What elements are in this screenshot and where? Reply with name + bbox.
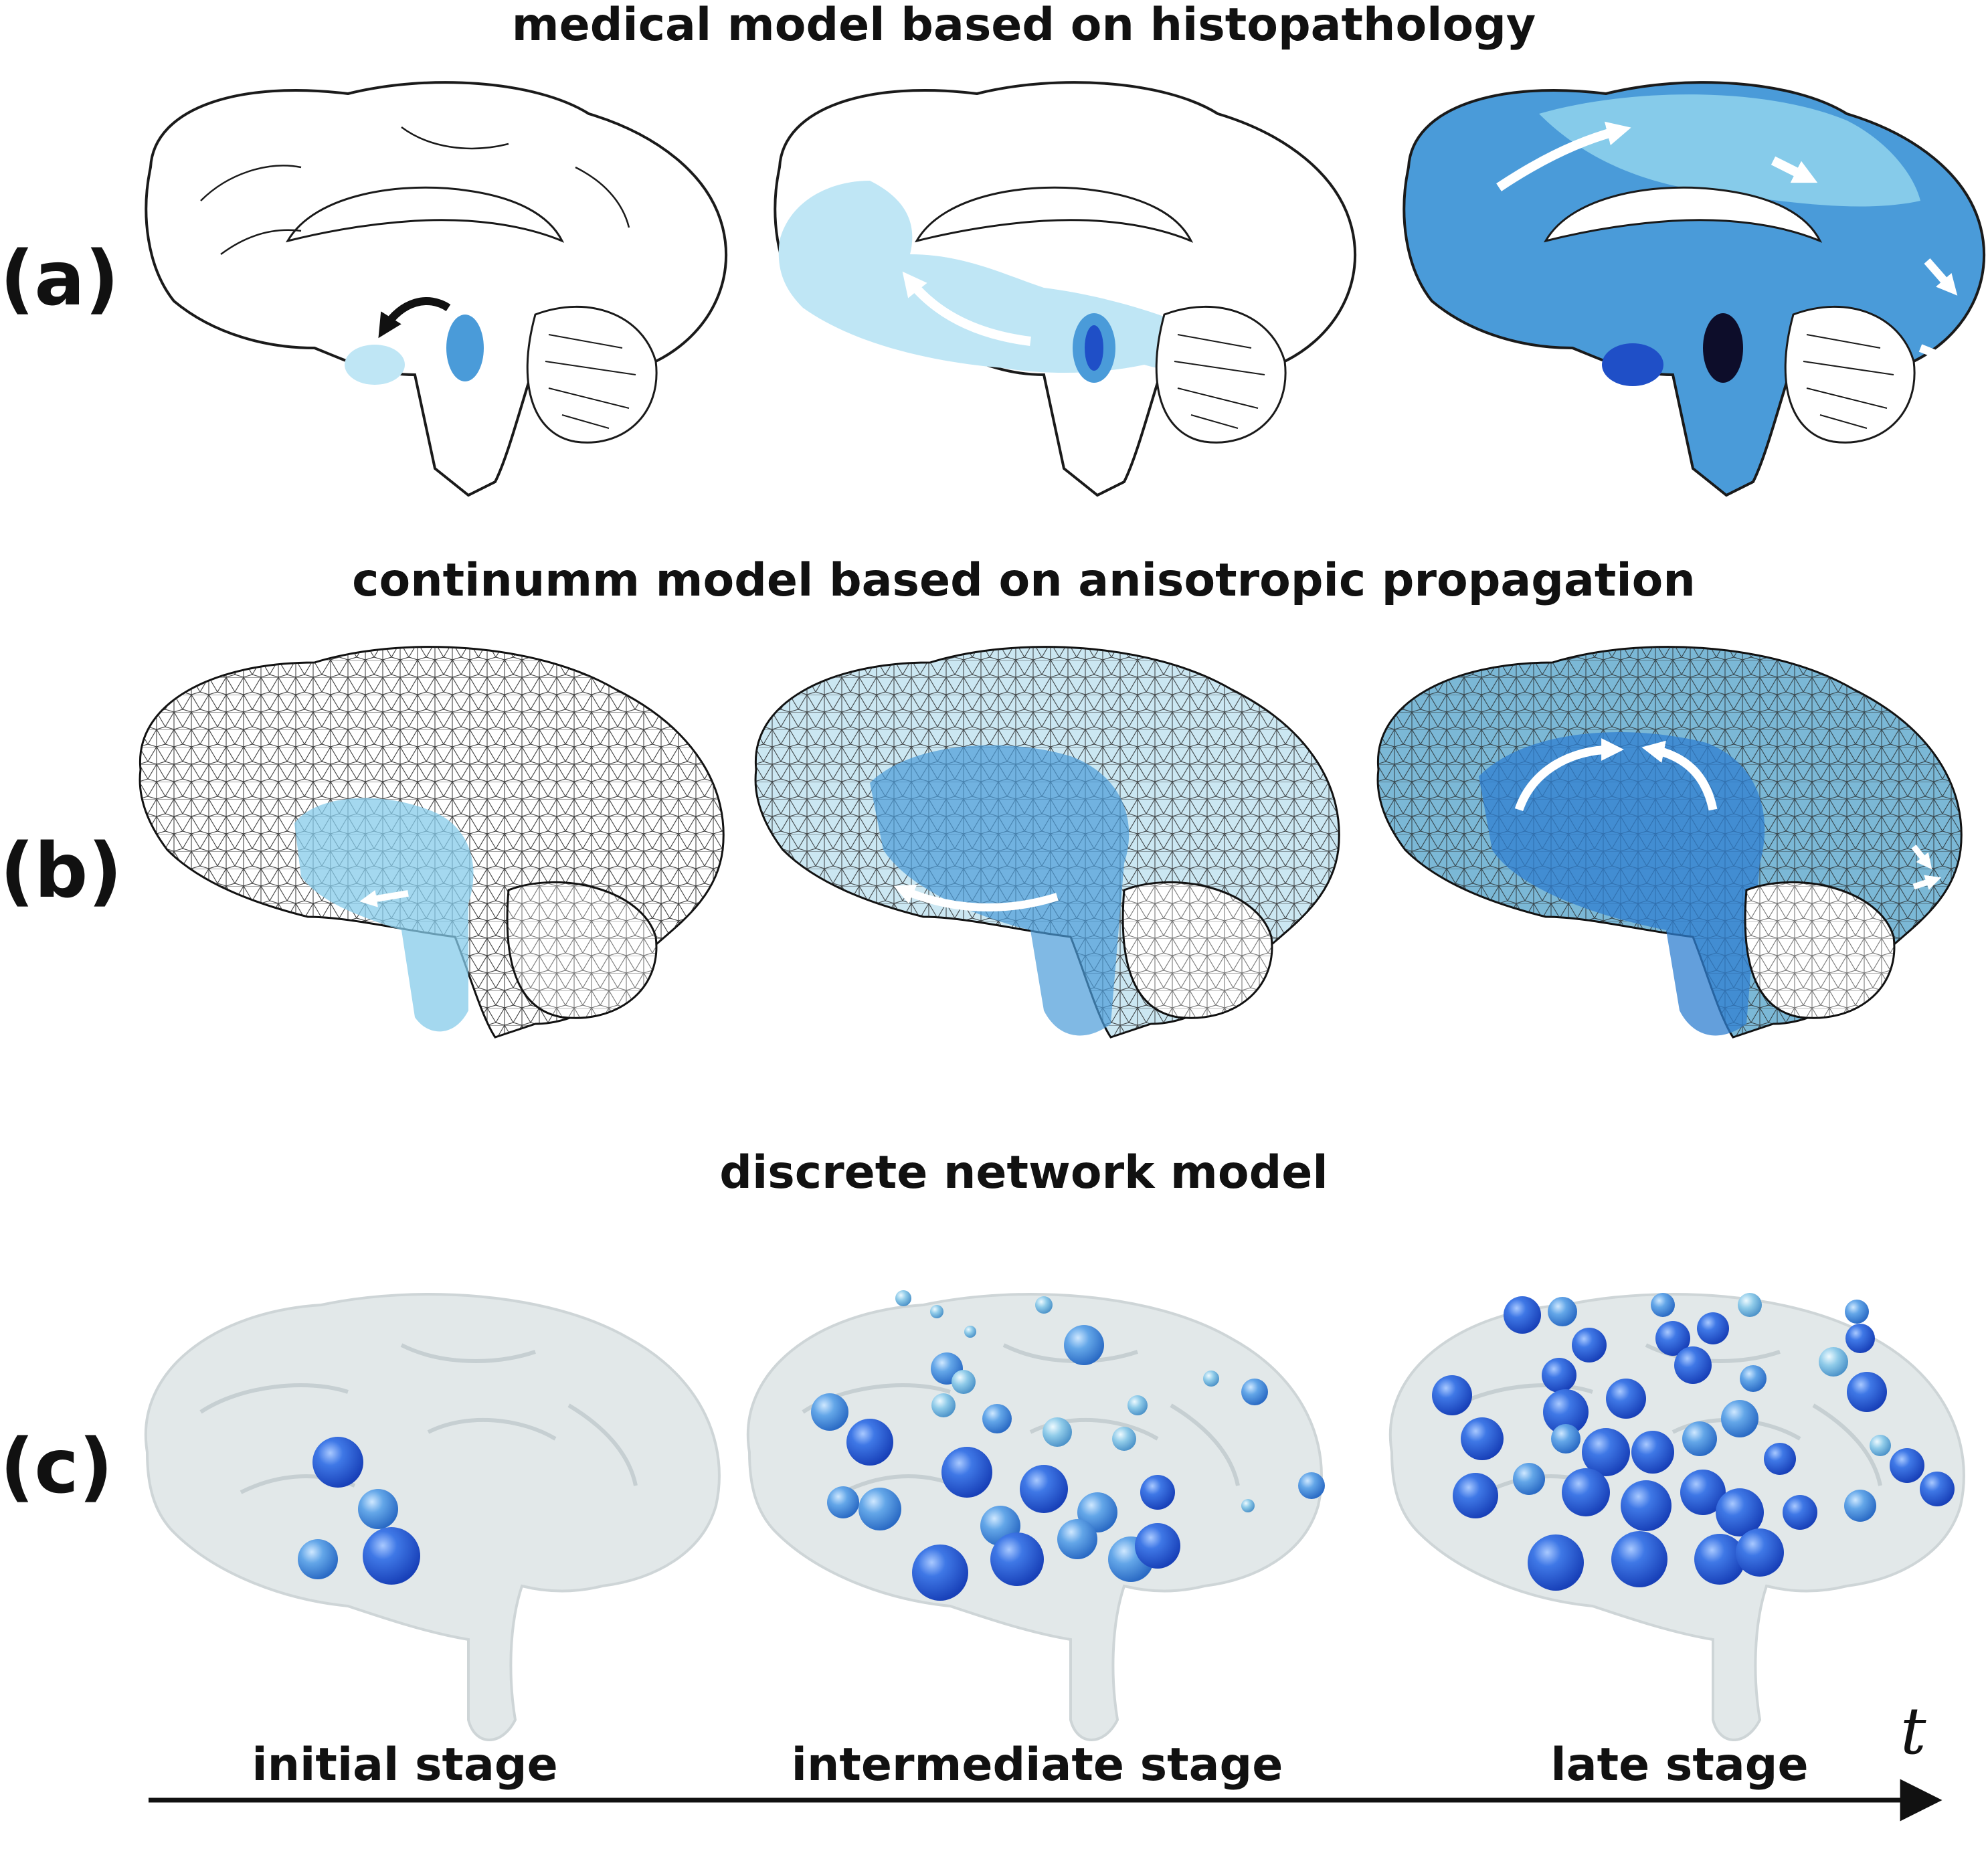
network-node [358, 1489, 398, 1529]
network-node [298, 1539, 338, 1579]
row-a-late-brain [1403, 81, 1986, 497]
network-node [1621, 1480, 1671, 1531]
row-b-title: continumm model based on anisotropic pro… [352, 554, 1696, 607]
row-b-initial-mesh [139, 646, 725, 1039]
row-c-initial-nodes [298, 1437, 420, 1585]
panel-label-b: (b) [0, 828, 122, 915]
network-node [846, 1419, 893, 1466]
network-node [1112, 1427, 1136, 1451]
network-node [1241, 1379, 1268, 1405]
network-node [1697, 1312, 1729, 1344]
network-node [964, 1326, 976, 1338]
row-b-intermediate-mesh [754, 646, 1340, 1039]
network-node [1606, 1379, 1646, 1419]
row-a-title: medical model based on histopathology [512, 0, 1536, 52]
network-node [1844, 1490, 1876, 1522]
network-node [1542, 1358, 1576, 1393]
network-node [931, 1393, 956, 1417]
network-node [1127, 1395, 1148, 1415]
network-node [1572, 1328, 1607, 1362]
network-node [1035, 1296, 1053, 1314]
network-node [1870, 1435, 1891, 1456]
row-c-late-nodes [1432, 1293, 1955, 1591]
network-node [1551, 1424, 1580, 1453]
network-node [1716, 1488, 1764, 1536]
network-node [811, 1393, 848, 1431]
network-node [1631, 1431, 1674, 1474]
network-node [1582, 1428, 1630, 1476]
row-c-initial-glass-brain [145, 1293, 721, 1741]
network-node [1783, 1495, 1817, 1530]
row-c-late-glass-brain [1389, 1293, 1965, 1741]
network-node [1461, 1417, 1504, 1460]
network-node [1543, 1389, 1589, 1435]
network-node [1562, 1468, 1610, 1516]
network-node [1680, 1470, 1726, 1515]
network-node [1528, 1534, 1584, 1591]
network-node [1736, 1528, 1784, 1577]
network-node [1890, 1448, 1924, 1483]
row-a-intermediate-brain [774, 81, 1357, 497]
network-node [1682, 1421, 1717, 1456]
row-b-late-mesh [1376, 646, 1963, 1039]
network-node [1135, 1523, 1180, 1569]
network-node [982, 1404, 1012, 1433]
network-node [1432, 1375, 1472, 1415]
stage-label-intermediate: intermediate stage [792, 1739, 1283, 1791]
network-node [895, 1290, 911, 1306]
network-node [1203, 1371, 1219, 1387]
network-node [1764, 1443, 1796, 1475]
row-c-intermediate-nodes [811, 1290, 1325, 1601]
network-node [1611, 1531, 1667, 1587]
network-node [1298, 1472, 1325, 1499]
network-node [1740, 1365, 1767, 1392]
network-node [827, 1486, 859, 1518]
network-node [1738, 1293, 1762, 1317]
network-node [312, 1437, 363, 1488]
network-node [1845, 1300, 1869, 1324]
network-node [1140, 1475, 1175, 1510]
network-node [952, 1370, 976, 1394]
row-c-title: discrete network model [719, 1146, 1328, 1199]
panel-label-a: (a) [0, 236, 119, 323]
stage-label-late: late stage [1550, 1739, 1808, 1791]
network-node [1064, 1325, 1104, 1365]
row-a-initial-brain [145, 81, 728, 497]
network-node [1819, 1347, 1848, 1377]
network-node [859, 1488, 901, 1530]
network-node [1241, 1499, 1255, 1512]
row-c-intermediate-glass-brain [747, 1293, 1323, 1741]
network-node [990, 1532, 1044, 1586]
stage-label-initial: initial stage [252, 1739, 557, 1791]
time-axis-label: t [1900, 1694, 1926, 1769]
network-node [1920, 1472, 1955, 1506]
network-node [1453, 1473, 1498, 1518]
network-node [941, 1447, 992, 1498]
network-node [1548, 1297, 1577, 1326]
network-node [1020, 1465, 1068, 1513]
network-node [1674, 1346, 1712, 1384]
network-node [1513, 1463, 1545, 1495]
network-node [1504, 1296, 1541, 1334]
network-node [1655, 1321, 1690, 1356]
network-node [363, 1527, 420, 1585]
network-node [1043, 1417, 1072, 1447]
panel-label-c: (c) [0, 1423, 113, 1510]
network-node [912, 1545, 968, 1601]
network-node [930, 1305, 943, 1318]
network-node [1847, 1372, 1887, 1412]
network-node [1845, 1324, 1875, 1353]
network-node [1721, 1400, 1758, 1437]
network-node [1694, 1534, 1745, 1585]
network-node [1651, 1293, 1675, 1317]
network-node [1057, 1519, 1097, 1559]
